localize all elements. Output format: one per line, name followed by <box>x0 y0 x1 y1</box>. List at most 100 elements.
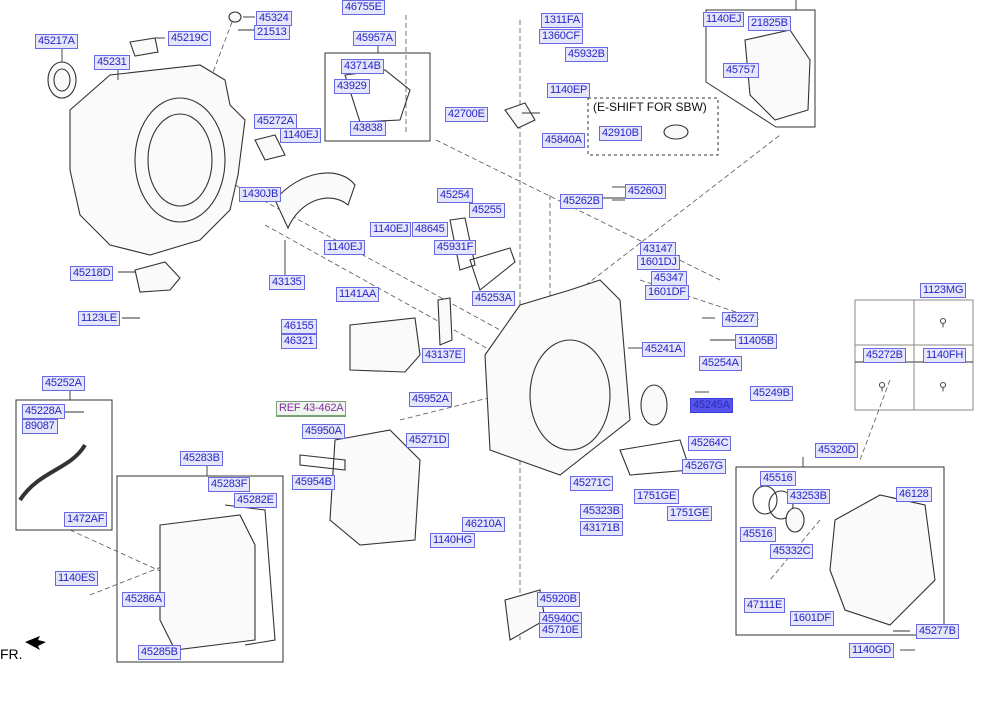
part-label[interactable]: 1751GE <box>634 489 680 504</box>
part-label[interactable]: 43171B <box>580 521 623 536</box>
part-label[interactable]: 45320D <box>815 443 859 458</box>
part-label[interactable]: 1141AA <box>336 287 380 302</box>
part-label[interactable]: 1140FH <box>923 348 967 363</box>
part-label[interactable]: 1360CF <box>539 29 583 44</box>
part-label[interactable]: 45272B <box>863 348 906 363</box>
part-label[interactable]: 45347 <box>651 271 687 286</box>
part-label[interactable]: 45957A <box>353 31 396 46</box>
part-label[interactable]: 1140HG <box>430 533 475 548</box>
part-label[interactable]: 45283F <box>208 477 251 492</box>
part-label[interactable]: 45840A <box>542 133 585 148</box>
o-ring-45516-a <box>752 485 778 515</box>
part-label[interactable]: 45285B <box>138 645 181 660</box>
part-label[interactable]: 1430JB <box>239 187 282 202</box>
cover-43137E <box>437 297 453 346</box>
part-label[interactable]: 1751GE <box>667 506 713 521</box>
part-label[interactable]: 45324 <box>256 11 292 26</box>
part-label[interactable]: 1472AF <box>64 512 108 527</box>
front-indicator: FR. <box>0 646 23 662</box>
part-label[interactable]: 45920B <box>537 592 580 607</box>
part-label[interactable]: 1601DF <box>645 285 689 300</box>
part-label[interactable]: 45267G <box>682 459 726 474</box>
part-label[interactable]: 46128 <box>896 487 932 502</box>
part-label[interactable]: 43253B <box>787 489 830 504</box>
part-label[interactable]: 45254A <box>699 356 742 371</box>
gasket-45272A <box>254 134 286 161</box>
part-label[interactable]: 45228A <box>22 404 65 419</box>
part-label[interactable]: 45516 <box>760 471 796 486</box>
lever-45253A <box>469 247 516 291</box>
part-label[interactable]: 45271D <box>406 433 450 448</box>
part-label[interactable]: 47111E <box>744 598 786 613</box>
part-label[interactable]: 45231 <box>94 55 130 70</box>
part-label[interactable]: 45952A <box>409 392 452 407</box>
part-label[interactable]: 45262B <box>560 194 603 209</box>
part-label[interactable]: 45323B <box>580 504 623 519</box>
lever-43929 <box>344 69 411 123</box>
part-label[interactable]: 45950A <box>302 424 345 439</box>
part-label[interactable]: 45253A <box>472 291 515 306</box>
part-label[interactable]: 1601DJ <box>637 255 680 270</box>
part-label[interactable]: 1140ES <box>55 571 99 586</box>
part-label[interactable]: 46755E <box>342 0 385 15</box>
part-label[interactable]: 45254 <box>437 188 473 203</box>
part-label[interactable]: 43929 <box>334 79 370 94</box>
part-label[interactable]: 43137E <box>422 348 465 363</box>
part-label[interactable]: 45219C <box>168 31 212 46</box>
reference-link[interactable]: REF 43-462A <box>276 401 347 417</box>
part-label[interactable]: 1123LE <box>78 311 120 326</box>
part-label[interactable]: 45516 <box>740 527 776 542</box>
part-label[interactable]: 45931F <box>434 240 477 255</box>
part-label[interactable]: 45260J <box>625 184 666 199</box>
part-label[interactable]: 1140EJ <box>370 222 412 237</box>
part-label[interactable]: 45954B <box>292 475 335 490</box>
part-label[interactable]: 45255 <box>469 203 505 218</box>
part-label[interactable]: 42700E <box>445 107 488 122</box>
part-label[interactable]: 45218D <box>70 266 114 281</box>
part-label[interactable]: 45272A <box>254 114 297 129</box>
part-label[interactable]: 43838 <box>350 121 386 136</box>
sensor-42700E <box>504 102 536 129</box>
part-label[interactable]: 45757 <box>723 63 759 78</box>
part-label[interactable]: 89087 <box>22 419 58 434</box>
part-label[interactable]: 1140EJ <box>703 12 745 27</box>
part-label[interactable]: 1140GD <box>849 643 894 658</box>
part-label[interactable]: 45264C <box>688 436 732 451</box>
part-label[interactable]: 1601DF <box>790 611 834 626</box>
bolt-icon: ⚲ <box>939 317 948 329</box>
part-label[interactable]: 45271C <box>570 476 614 491</box>
part-label[interactable]: 45283B <box>180 451 223 466</box>
part-label[interactable]: 43714B <box>341 59 384 74</box>
valve-body-ref <box>329 429 421 546</box>
part-label[interactable]: 48645 <box>412 222 448 237</box>
part-label[interactable]: 1140EJ <box>324 240 366 255</box>
part-label[interactable]: 45282E <box>234 493 277 508</box>
part-label[interactable]: 11405B <box>735 334 777 349</box>
part-label-selected[interactable]: 45245A <box>690 398 733 413</box>
part-label[interactable]: 46210A <box>462 517 505 532</box>
part-label[interactable]: 45332C <box>770 544 814 559</box>
part-label[interactable]: 45286A <box>122 592 165 607</box>
part-label[interactable]: 21825B <box>748 16 791 31</box>
part-label[interactable]: 45227 <box>722 312 758 327</box>
part-label[interactable]: 45217A <box>35 34 78 49</box>
part-label[interactable]: 45241A <box>642 342 685 357</box>
part-label[interactable]: 21513 <box>254 25 290 40</box>
part-label[interactable]: 1311FA <box>541 13 583 28</box>
part-label[interactable]: 45252A <box>42 376 85 391</box>
strap-45950A <box>299 454 346 471</box>
part-label[interactable]: 45277B <box>916 624 959 639</box>
part-label[interactable]: 46321 <box>281 334 317 349</box>
cover-45320D <box>829 494 936 626</box>
part-label[interactable]: 1140EJ <box>280 128 322 143</box>
part-label[interactable]: 1123MG <box>920 283 967 298</box>
part-label[interactable]: 45932B <box>565 47 608 62</box>
part-label[interactable]: 45710E <box>539 623 582 638</box>
part-label[interactable]: 42910B <box>599 126 642 141</box>
part-label[interactable]: 43147 <box>640 242 676 257</box>
part-label[interactable]: 43135 <box>269 275 305 290</box>
part-label[interactable]: 45249B <box>750 386 793 401</box>
part-label[interactable]: 46155 <box>281 319 317 334</box>
part-label[interactable]: 1140EP <box>547 83 591 98</box>
